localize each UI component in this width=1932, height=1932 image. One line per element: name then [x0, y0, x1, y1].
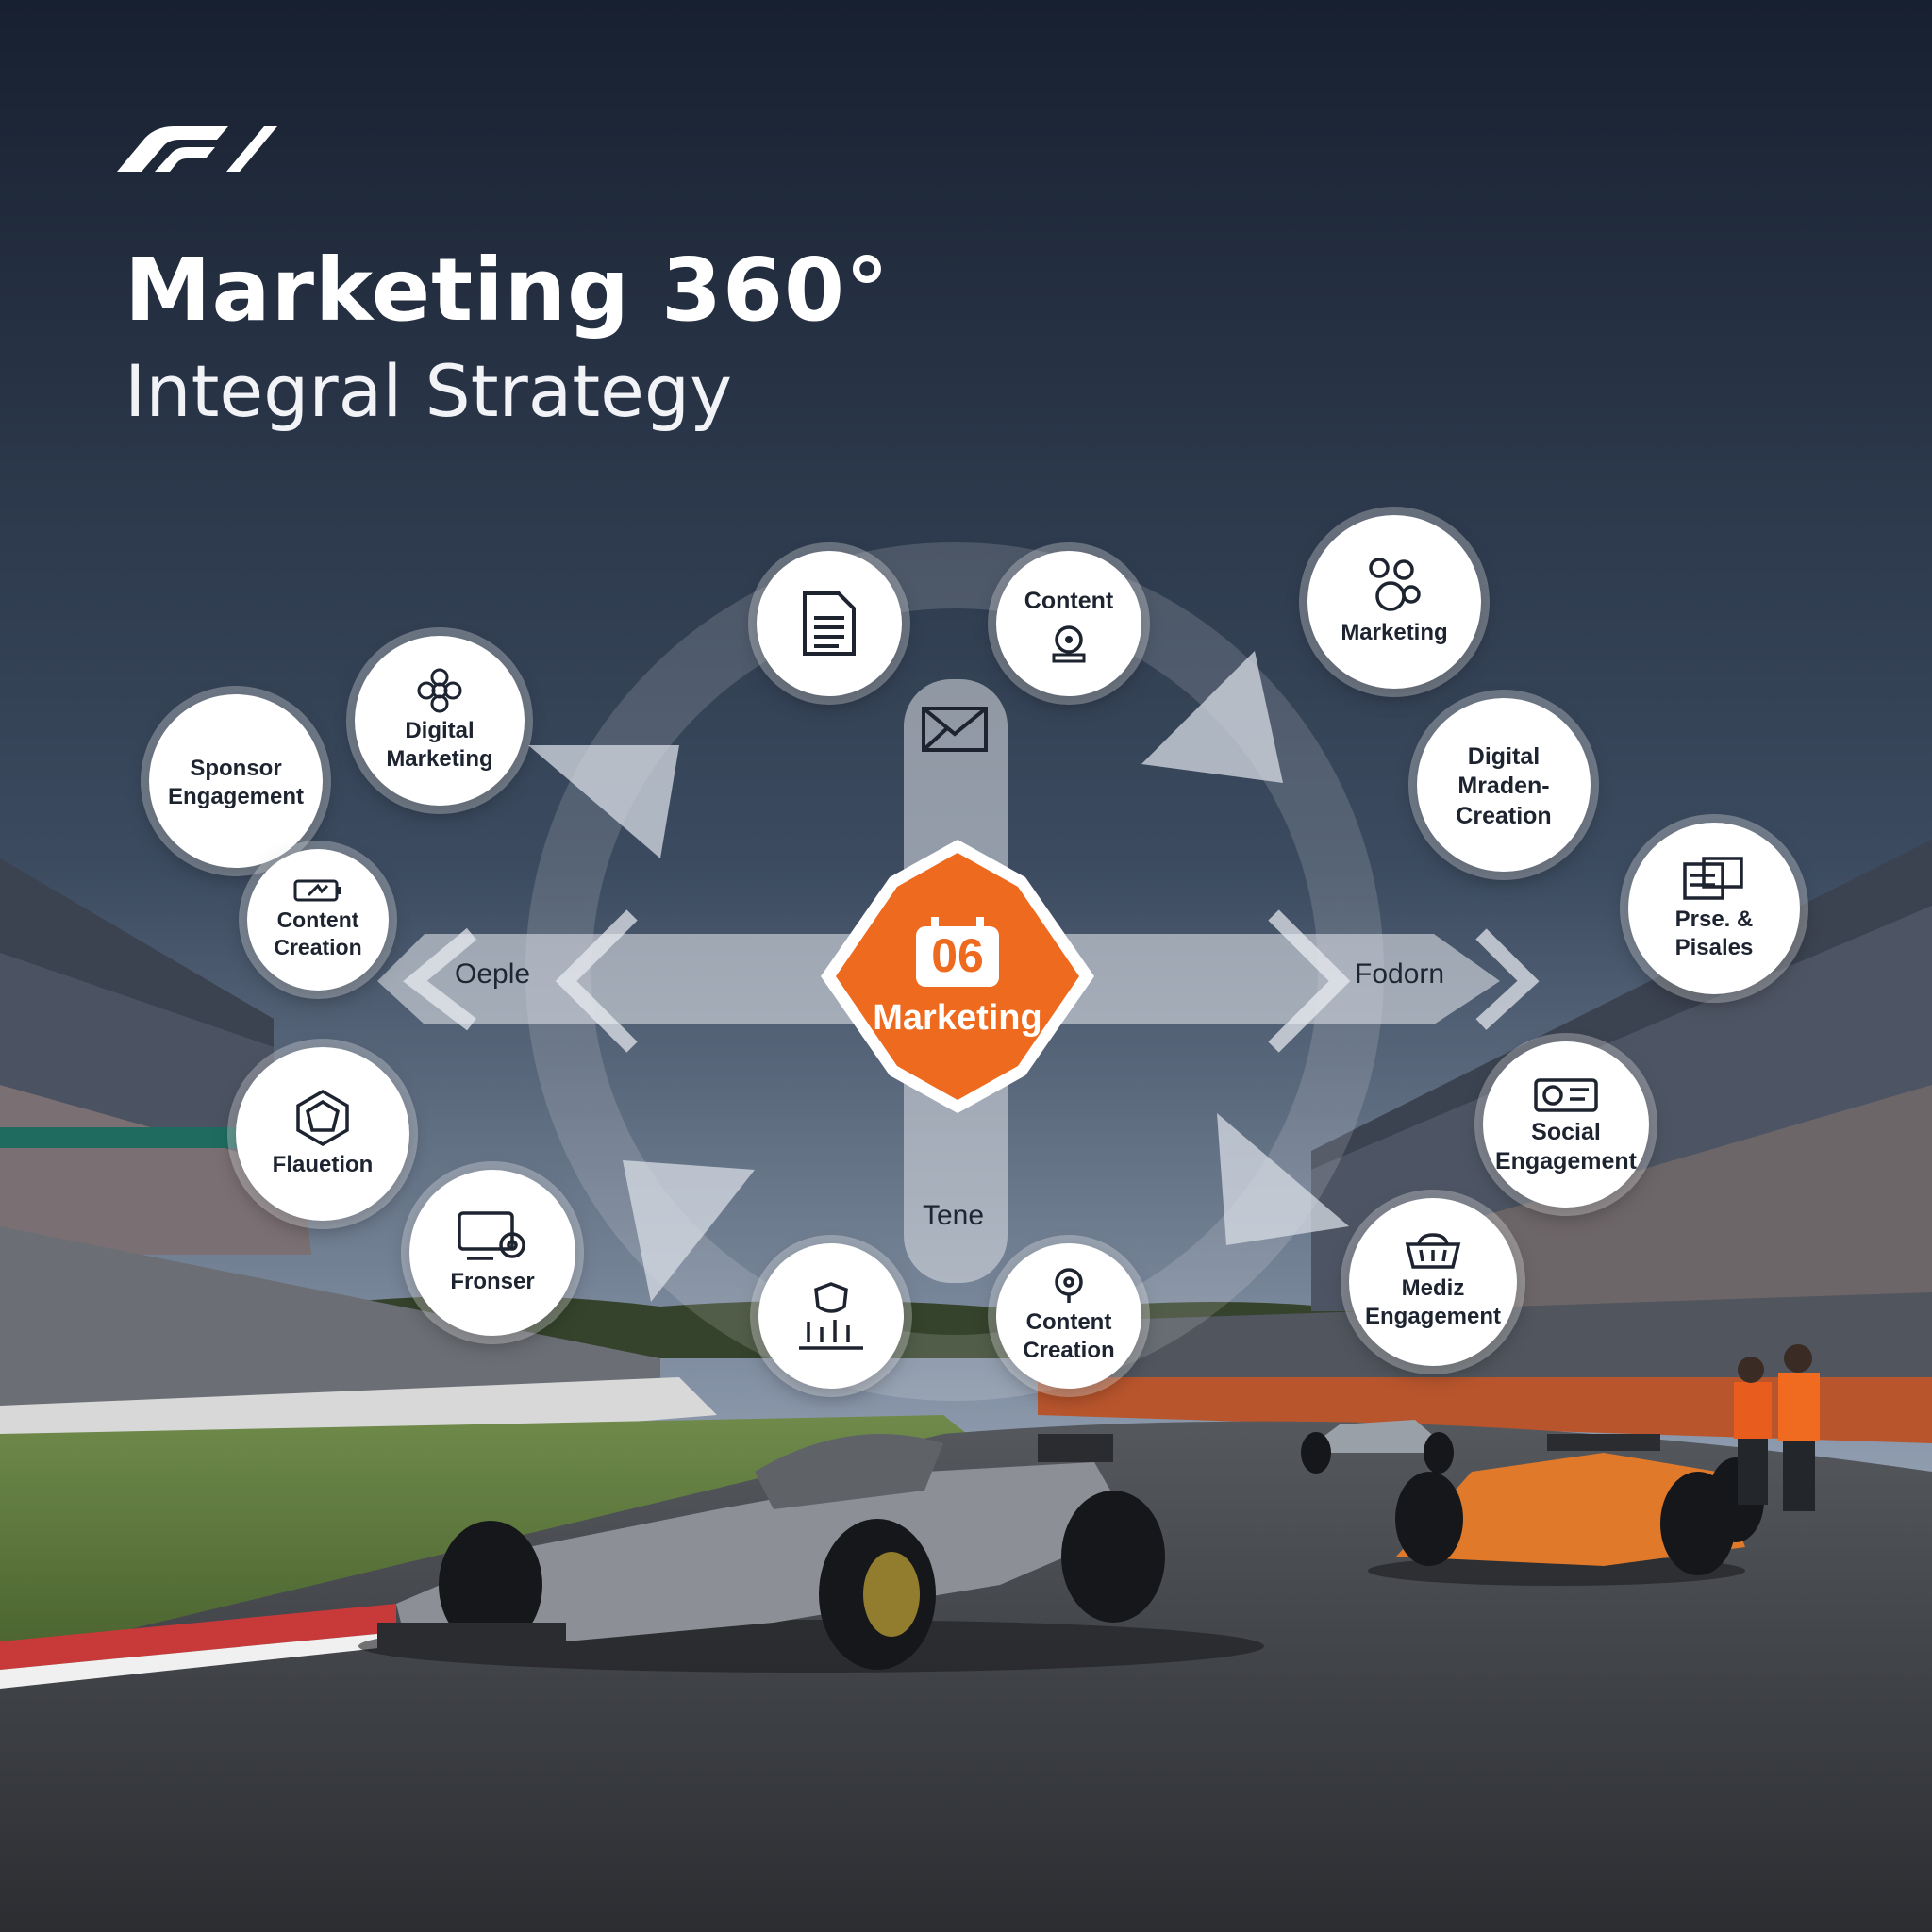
node-social-engagement[interactable]: Social Engagement [1483, 1041, 1649, 1208]
flower-icon [417, 668, 462, 713]
node-digital-creation[interactable]: Digital Mraden- Creation [1417, 698, 1591, 872]
node-fronser[interactable]: Fronser [409, 1170, 575, 1336]
battery-icon [293, 879, 341, 902]
silver-race-car [358, 1434, 1264, 1673]
shield-chart-icon [799, 1282, 863, 1350]
page-title: Marketing 360° [125, 240, 891, 341]
screen-gear-icon [458, 1211, 525, 1260]
distant-race-car [1301, 1420, 1454, 1474]
node-label: Flauetion [272, 1152, 374, 1177]
node-document[interactable] [757, 551, 902, 696]
node-digital-marketing[interactable]: Digital Marketing [355, 636, 525, 806]
hub-number: 06 [931, 928, 984, 982]
gem-icon [296, 1089, 349, 1147]
node-label: Digital Marketing [386, 718, 493, 772]
node-label: Content Creation [1023, 1309, 1115, 1363]
axis-label-left: Oeple [455, 958, 531, 990]
node-label: Content Creation [274, 908, 362, 959]
node-content-top[interactable]: Content [996, 551, 1141, 696]
axis-label-bottom: Tene [923, 1200, 985, 1231]
node-label: Digital Mraden- Creation [1456, 743, 1552, 829]
orange-race-car [1368, 1434, 1764, 1586]
camera-icon [1534, 1078, 1598, 1112]
basket-icon [1405, 1233, 1461, 1269]
document-icon [803, 591, 856, 656]
node-label: Fronser [450, 1269, 535, 1294]
central-marketing-hub[interactable]: 06 Marketing [821, 840, 1094, 1113]
node-label: Social Engagement [1494, 1118, 1638, 1174]
node-label: Content [1024, 588, 1114, 615]
node-label: Sponsor Engagement [167, 756, 305, 809]
node-prse-pisales[interactable]: Prse. & Pisales [1628, 823, 1800, 994]
f1-logo-icon [117, 126, 277, 172]
node-analytics[interactable] [758, 1243, 904, 1389]
node-label: Marketing [1341, 620, 1448, 645]
hub-label: Marketing [873, 997, 1042, 1038]
node-sponsor-engagement[interactable]: Sponsor Engagement [149, 694, 323, 868]
envelope-icon [922, 707, 988, 752]
people-icon [1369, 558, 1421, 611]
node-media-engagement[interactable]: Mediz Engagement [1349, 1198, 1517, 1366]
webcam-icon [1052, 625, 1086, 663]
axis-label-right: Fodorn [1355, 958, 1445, 990]
documents-icon [1683, 857, 1743, 900]
node-label: Prse. & Pisales [1674, 907, 1754, 960]
node-content-creation-bottom[interactable]: Content Creation [996, 1243, 1141, 1389]
calendar-icon [916, 917, 999, 987]
node-label: Mediz Engagement [1364, 1275, 1502, 1329]
track-marshals [1734, 1344, 1820, 1511]
node-flauetion[interactable]: Flauetion [236, 1047, 409, 1221]
node-content-creation-left[interactable]: Content Creation [247, 849, 389, 991]
page-subtitle: Integral Strategy [125, 349, 733, 433]
target-person-icon [1055, 1268, 1083, 1303]
node-marketing-top-right[interactable]: Marketing [1307, 515, 1481, 689]
